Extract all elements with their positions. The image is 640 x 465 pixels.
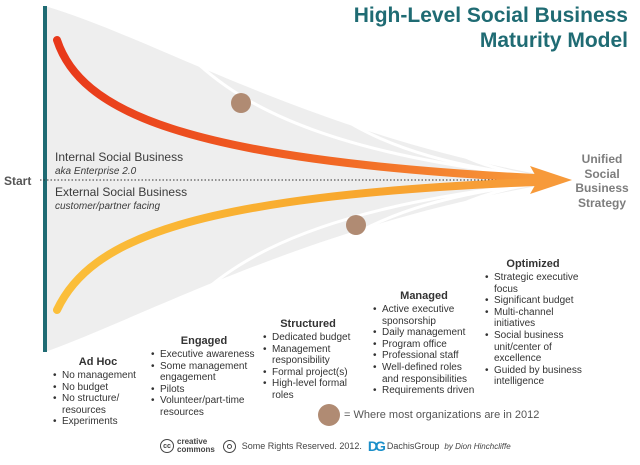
funnel-band [45, 6, 572, 352]
stage-item: Professional staff [373, 350, 476, 362]
stage-name: Engaged [180, 335, 228, 347]
stage-item: High-level formal roles [263, 378, 354, 401]
goal-line: Strategy [577, 195, 627, 210]
stage-item: Volunteer/part-time resources [151, 395, 258, 418]
stage-item: Daily management [373, 327, 476, 339]
internal-title: Internal Social Business [55, 150, 184, 164]
author-byline: by Dion Hinchcliffe [444, 441, 511, 451]
stage-item: Requirements driven [373, 385, 476, 397]
goal-line: Business [575, 181, 629, 195]
external-title: External Social Business [55, 185, 188, 199]
stage-item: Management responsibility [263, 344, 354, 367]
stage-item: Multi-channel initiatives [485, 307, 582, 330]
external-subtitle: customer/partner facing [55, 201, 161, 212]
legend-text: = Where most organizations are in 2012 [344, 409, 540, 421]
stage-items: Dedicated budget Management responsibili… [262, 332, 354, 402]
external-arrow-shaft [53, 178, 539, 314]
stage-name: Ad Hoc [78, 356, 118, 368]
marker-external [346, 215, 366, 235]
stage-items: Active executive sponsorship Daily manag… [372, 304, 476, 397]
stage-item: Strategic executive focus [485, 272, 582, 295]
marker-internal [231, 93, 251, 113]
dachis-logo-icon: DG [367, 438, 386, 454]
goal-label: Unified Social Business Strategy [566, 152, 638, 210]
arrowhead [530, 166, 572, 194]
legend-marker-icon [318, 404, 340, 426]
stage-item: Well-defined roles and responsibilities [373, 362, 476, 385]
stage-name: Managed [400, 290, 448, 302]
legend: = Where most organizations are in 2012 [318, 404, 539, 426]
goal-line: Unified [581, 152, 623, 166]
stage-ad-hoc: Ad Hoc No management No budget No struct… [52, 356, 144, 428]
some-rights-icon [222, 439, 236, 453]
internal-subtitle: aka Enterprise 2.0 [55, 166, 137, 177]
stage-item: Significant budget [485, 295, 582, 307]
stage-item: No management [53, 370, 144, 382]
rights-text: Some Rights Reserved. 2012. [241, 441, 362, 451]
stage-item: Dedicated budget [263, 332, 354, 344]
stage-structured: Structured Dedicated budget Management r… [262, 318, 354, 402]
title-line-2: Maturity Model [479, 29, 628, 52]
stage-item: No budget [53, 382, 144, 394]
stage-item: Active executive sponsorship [373, 304, 476, 327]
stage-items: Executive awareness Some management enga… [150, 349, 258, 419]
stage-item: Executive awareness [151, 349, 258, 361]
stage-item: Guided by business intelligence [485, 365, 582, 388]
stage-item: Pilots [151, 384, 258, 396]
goal-line: Social [584, 166, 620, 181]
company-name: DachisGroup [386, 441, 440, 451]
stage-optimized: Optimized Strategic executive focus Sign… [484, 258, 582, 388]
creative-commons-icon: cc [160, 439, 174, 453]
cc-bottom: commons [177, 445, 215, 454]
cc-top: creative [177, 437, 208, 446]
stage-item: Social business unit/center of excellenc… [485, 330, 582, 365]
start-label: Start [4, 174, 32, 188]
stage-managed: Managed Active executive sponsorship Dai… [372, 290, 476, 397]
stage-items: No management No budget No structure/ re… [52, 370, 144, 428]
stage-item: Experiments [53, 416, 144, 428]
internal-arrow-shaft [53, 36, 539, 182]
creative-commons-wordmark: creative commons [177, 438, 215, 454]
stage-item: Program office [373, 339, 476, 351]
stage-item: Some management engagement [151, 361, 258, 384]
stage-item: Formal project(s) [263, 367, 354, 379]
stage-name: Optimized [506, 258, 560, 270]
stage-engaged: Engaged Executive awareness Some managem… [150, 335, 258, 419]
footer: cc creative commons Some Rights Reserved… [160, 438, 511, 454]
title-line-1: High-Level Social Business [353, 4, 628, 27]
stage-name: Structured [280, 318, 336, 330]
stage-items: Strategic executive focus Significant bu… [484, 272, 582, 388]
left-bar [43, 6, 47, 352]
stage-item: No structure/ resources [53, 393, 144, 416]
